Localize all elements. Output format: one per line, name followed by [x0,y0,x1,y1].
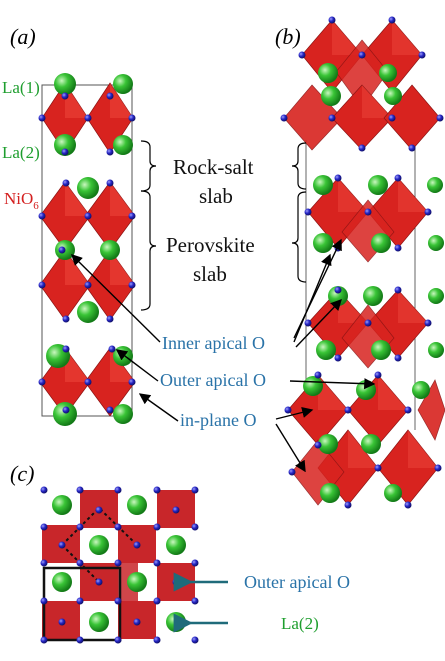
label-inner-apical-o: Inner apical O [162,333,265,353]
la-atoms-b [303,63,444,503]
label-nio6: NiO6 [4,189,39,212]
label-la2: La(2) [2,143,40,162]
label-outer-apical-o: Outer apical O [160,370,266,390]
perovskite-brace [140,190,157,311]
label-la1: La(1) [2,78,40,97]
perovskite-label-1: Perovskite [166,233,255,257]
perovskite-label-2: slab [193,262,227,286]
oxygen-atoms-a [38,92,136,414]
rocksalt-label-2: slab [199,184,233,208]
rocksalt-brace [140,140,157,192]
panel-b-structure [280,16,445,509]
perovskite-brace-b [291,191,307,283]
panel-b-label: (b) [275,24,301,49]
panel-a-label: (a) [10,24,36,49]
label-c-outer-apical-o: Outer apical O [244,572,350,592]
panel-c-label: (c) [10,461,34,486]
label-c-la2: La(2) [281,614,319,633]
oxygen-atoms-c [40,486,199,644]
rocksalt-brace-b [291,142,307,190]
panel-a-structure [38,73,136,426]
oxygen-atoms-b [280,16,444,509]
unit-cell-outline-a [41,84,133,417]
label-in-plane-o: in-plane O [180,410,256,430]
annotation-arrows [71,238,376,473]
octahedra-a [39,82,136,417]
rocksalt-label-1: Rock-salt [173,155,254,179]
panel-c-structure [40,486,199,644]
octahedra-b [283,19,445,506]
